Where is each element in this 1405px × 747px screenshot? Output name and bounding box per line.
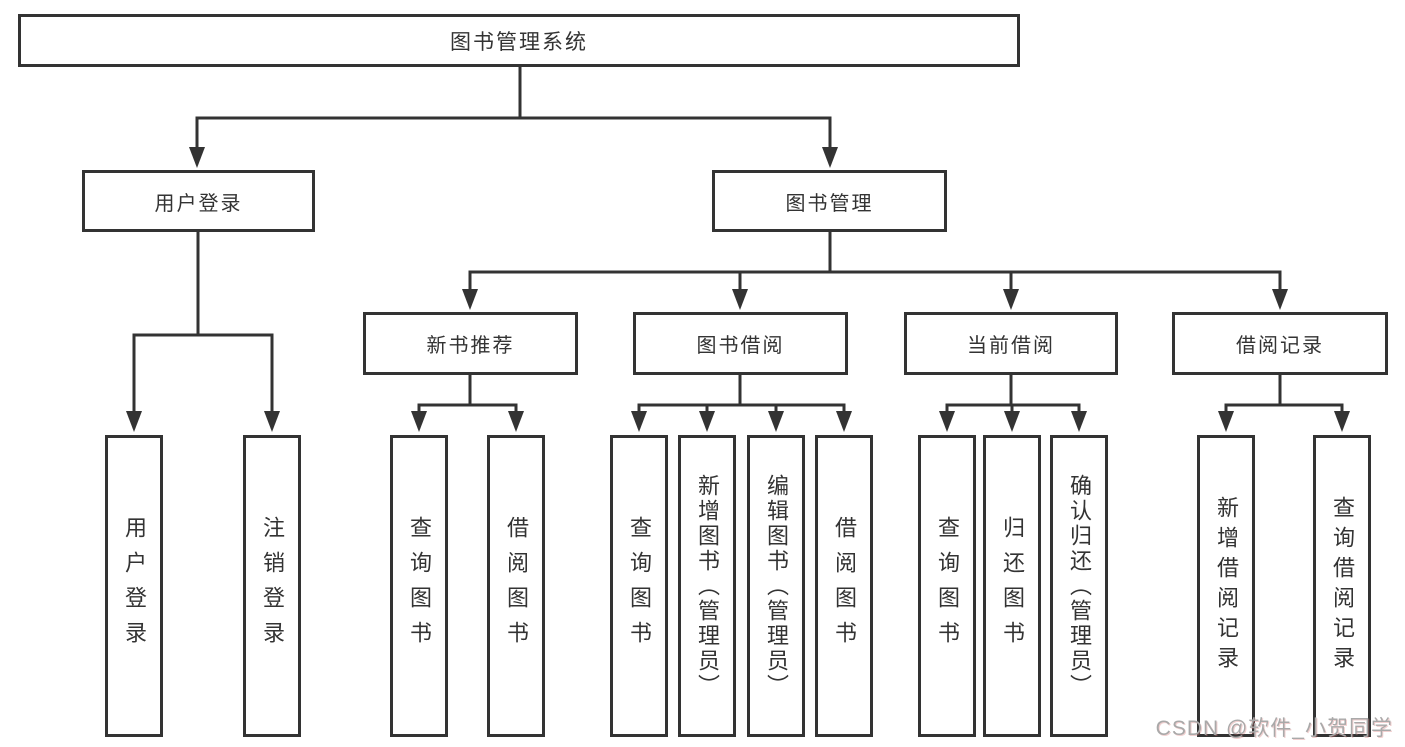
leaf-borrow-books-borrowing-label: 借阅图书 bbox=[832, 516, 857, 656]
leaf-add-borrow-record-label: 新增借阅记录 bbox=[1214, 496, 1239, 676]
leaf-borrow-books-recommend-label: 借阅图书 bbox=[504, 516, 529, 656]
leaf-add-borrow-record: 新增借阅记录 bbox=[1197, 435, 1255, 737]
leaf-query-borrow-record-label: 查询借阅记录 bbox=[1330, 496, 1355, 676]
leaf-logout: 注销登录 bbox=[243, 435, 301, 737]
leaf-confirm-return-admin: 确认归还（管理员） bbox=[1050, 435, 1108, 737]
leaf-return-book-label: 归还图书 bbox=[1000, 516, 1025, 656]
leaf-edit-book-admin: 编辑图书（管理员） bbox=[747, 435, 805, 737]
node-system-root-label: 图书管理系统 bbox=[450, 30, 588, 54]
node-user-login-label: 用户登录 bbox=[154, 192, 243, 215]
watermark-text: CSDN @软件_小贺同学 bbox=[1155, 717, 1393, 740]
node-new-book-recommendation-label: 新书推荐 bbox=[426, 335, 515, 357]
leaf-query-books-recommend: 查询图书 bbox=[390, 435, 448, 737]
leaf-query-borrow-record: 查询借阅记录 bbox=[1313, 435, 1371, 737]
node-book-management: 图书管理 bbox=[712, 170, 947, 232]
leaf-query-books-borrowing: 查询图书 bbox=[610, 435, 668, 737]
leaf-return-book: 归还图书 bbox=[983, 435, 1041, 737]
leaf-borrow-books-borrowing: 借阅图书 bbox=[815, 435, 873, 737]
node-book-borrowing-label: 图书借阅 bbox=[696, 335, 785, 357]
leaf-confirm-return-admin-label: 确认归还（管理员） bbox=[1067, 473, 1092, 699]
node-system-root: 图书管理系统 bbox=[18, 14, 1020, 67]
leaf-borrow-books-recommend: 借阅图书 bbox=[487, 435, 545, 737]
node-current-borrowing-label: 当前借阅 bbox=[967, 335, 1055, 357]
node-current-borrowing: 当前借阅 bbox=[904, 312, 1118, 375]
leaf-query-books-borrowing-label: 查询图书 bbox=[627, 516, 652, 656]
leaf-query-books-current-label: 查询图书 bbox=[935, 516, 960, 656]
node-book-borrowing: 图书借阅 bbox=[633, 312, 848, 375]
leaf-query-books-recommend-label: 查询图书 bbox=[407, 516, 432, 656]
node-borrowing-records-label: 借阅记录 bbox=[1236, 335, 1324, 357]
node-user-login: 用户登录 bbox=[82, 170, 315, 232]
leaf-logout-label: 注销登录 bbox=[260, 516, 285, 656]
node-book-management-label: 图书管理 bbox=[785, 192, 874, 215]
node-borrowing-records: 借阅记录 bbox=[1172, 312, 1388, 375]
leaf-user-login: 用户登录 bbox=[105, 435, 163, 737]
node-new-book-recommendation: 新书推荐 bbox=[363, 312, 578, 375]
leaf-add-book-admin: 新增图书（管理员） bbox=[678, 435, 736, 737]
leaf-user-login-label: 用户登录 bbox=[122, 516, 147, 656]
leaf-query-books-current: 查询图书 bbox=[918, 435, 976, 737]
leaf-edit-book-admin-label: 编辑图书（管理员） bbox=[764, 473, 789, 699]
leaf-add-book-admin-label: 新增图书（管理员） bbox=[695, 473, 720, 699]
